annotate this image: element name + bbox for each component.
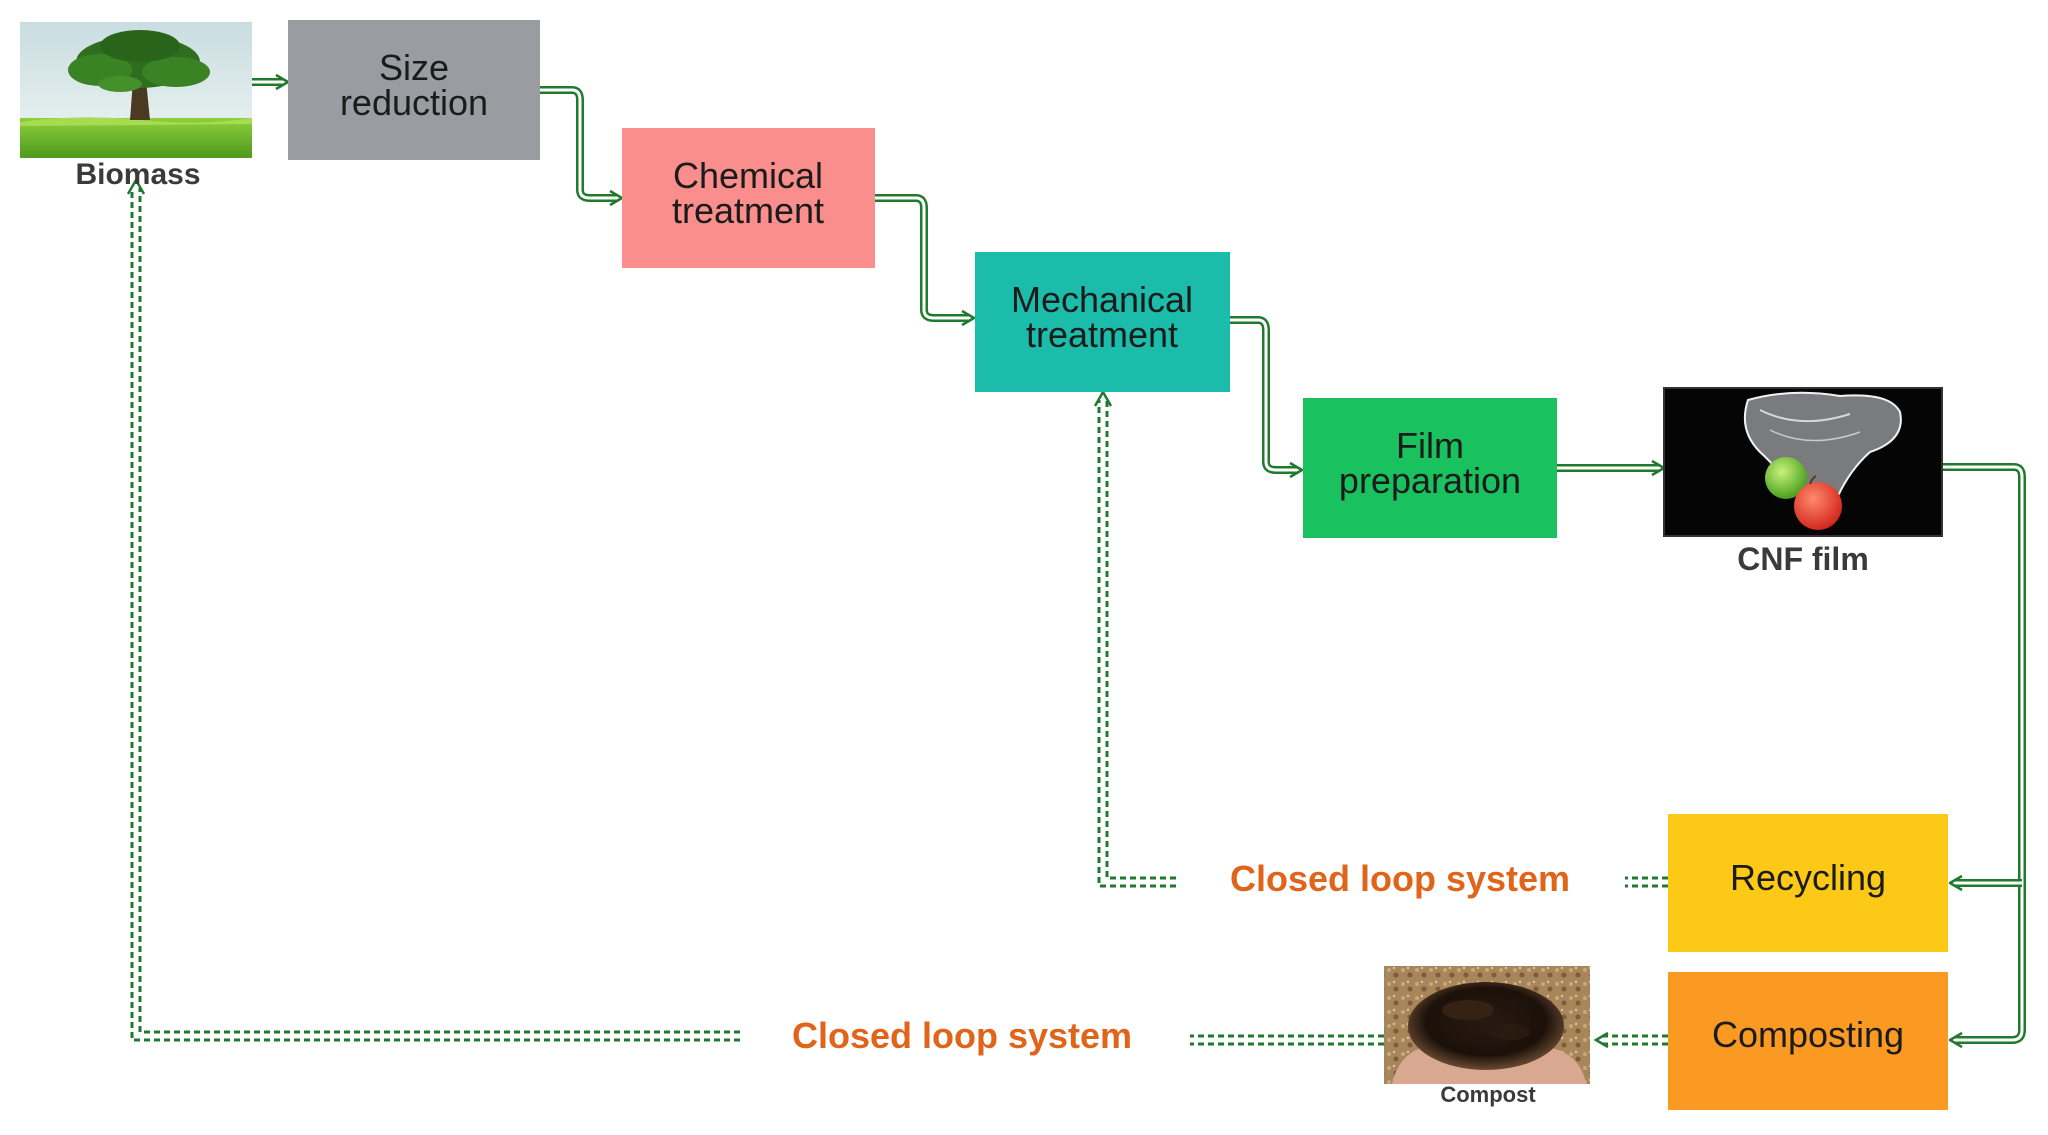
loop-composting-to-biomass — [130, 188, 1668, 1046]
film-preparation-label-line2: preparation — [1339, 460, 1521, 501]
arrow-chemical-to-mechanical — [875, 194, 976, 327]
chemical-treatment-box — [622, 128, 875, 268]
node-biomass[interactable]: Biomass — [20, 22, 252, 191]
cnf-film-bag-icon — [1663, 387, 1943, 537]
node-mechanical-treatment[interactable]: Mechanical treatment — [975, 252, 1230, 392]
forward-flow-arrows — [252, 73, 2026, 1049]
size-reduction-label-line2: reduction — [340, 82, 488, 123]
arrow-cnf-to-end-of-life — [1942, 463, 2026, 1049]
biomass-caption: Biomass — [75, 158, 200, 191]
node-cnf-film[interactable]: CNF film — [1663, 387, 1943, 577]
node-size-reduction[interactable]: Size reduction — [288, 20, 540, 160]
mechanical-treatment-label-line2: treatment — [1026, 314, 1178, 355]
loop-recycling-to-mechanical — [1097, 400, 1668, 888]
closed-loop-arrows — [126, 177, 1668, 1049]
loop-arrowhead-mechanical — [1093, 389, 1113, 407]
arrow-mechanical-to-film — [1230, 316, 1304, 479]
compost-pile-icon — [1384, 966, 1590, 1084]
chemical-treatment-label-line1: Chemical — [673, 155, 823, 196]
recycling-box — [1668, 814, 1948, 952]
size-reduction-box — [288, 20, 540, 160]
composting-box — [1668, 972, 1948, 1110]
film-preparation-label-line1: Film — [1396, 425, 1464, 466]
loop-arrowhead-biomass — [126, 177, 146, 195]
recycling-label: Recycling — [1730, 857, 1886, 898]
composting-label: Composting — [1712, 1014, 1904, 1055]
mechanical-treatment-label-line1: Mechanical — [1011, 279, 1193, 320]
closed-loop-label-upper: Closed loop system — [1230, 858, 1570, 899]
film-preparation-box — [1303, 398, 1557, 538]
node-composting[interactable]: Composting — [1668, 972, 1948, 1110]
mechanical-treatment-box — [975, 252, 1230, 392]
arrow-biomass-to-size-reduction — [252, 73, 290, 91]
cnf-film-caption: CNF film — [1737, 541, 1869, 577]
node-chemical-treatment[interactable]: Chemical treatment — [622, 128, 875, 268]
closed-loop-label-lower: Closed loop system — [792, 1015, 1132, 1056]
arrow-film-to-cnf — [1557, 459, 1666, 477]
compost-caption: Compost — [1440, 1082, 1536, 1107]
node-compost[interactable]: Compost — [1384, 966, 1590, 1107]
arrow-size-reduction-to-chemical — [540, 86, 624, 207]
biomass-tree-icon — [20, 22, 252, 158]
chemical-treatment-label-line2: treatment — [672, 190, 824, 231]
size-reduction-label-line1: Size — [379, 47, 449, 88]
loop-arrowhead-composting — [1593, 1031, 1609, 1049]
node-recycling[interactable]: Recycling — [1668, 814, 1948, 952]
node-film-preparation[interactable]: Film preparation — [1303, 398, 1557, 538]
